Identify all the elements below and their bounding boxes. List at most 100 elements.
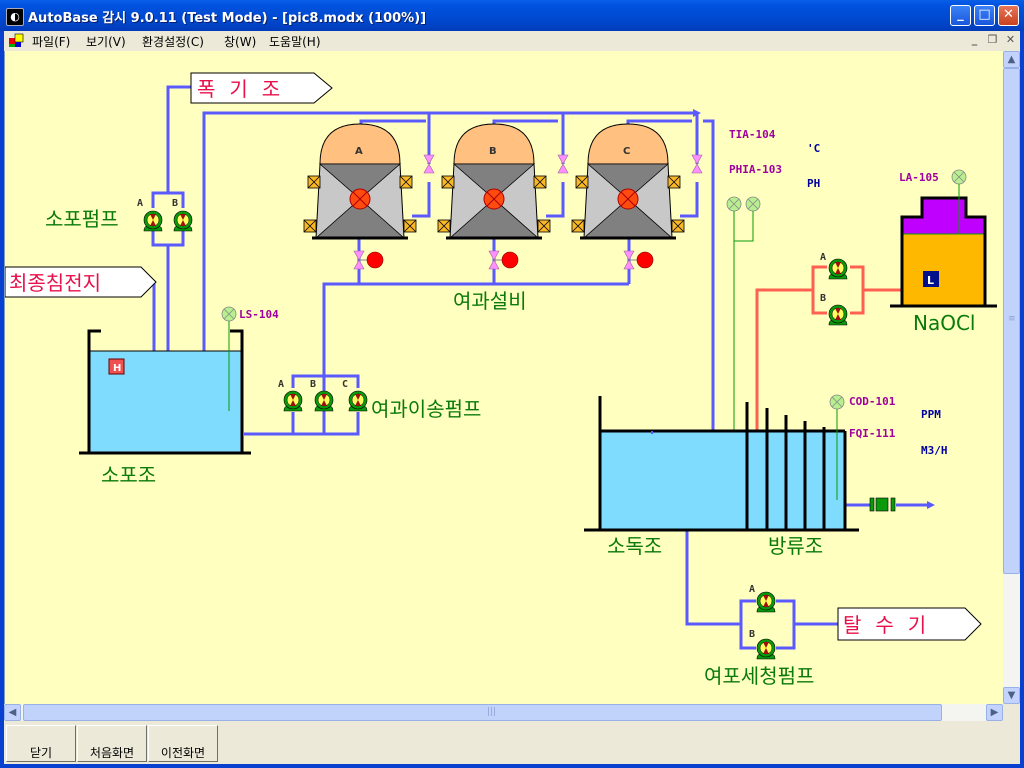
svg-text:A: A (355, 146, 363, 157)
menu-bar: 파일(F) 보기(V) 환경설정(C) 창(W) 도움말(H) _ ❐ ✕ (4, 31, 1020, 52)
phia103-gauge-icon[interactable] (745, 196, 761, 212)
baffle-walls (745, 402, 826, 530)
filter-b-bypass-valve[interactable] (557, 154, 569, 174)
filter-c[interactable]: C (572, 124, 684, 238)
app-icon[interactable]: ◐ (6, 8, 24, 26)
destination-dehydrator[interactable]: 탈수기 (837, 607, 982, 641)
window-frame-right (1020, 31, 1024, 768)
title-bar: ◐ AutoBase 감시 9.0.11 (Test Mode) - [pic8… (0, 0, 1024, 31)
svg-text:B: B (310, 379, 316, 390)
mdi-restore-button[interactable]: ❐ (987, 33, 998, 46)
filter-c-outlet-valve[interactable] (623, 250, 654, 270)
process-diagram-canvas: 폭기조 최종침전지 탈수기 소포펌프 A B (4, 51, 1004, 704)
mdi-minimize-button[interactable]: _ (971, 33, 978, 46)
cod101-unit: PPM (921, 408, 941, 421)
water-pipes (141, 85, 935, 650)
scroll-up-button[interactable]: ▲ (1003, 51, 1020, 68)
tia104-unit: 'C (807, 142, 820, 155)
svg-text:B: B (489, 146, 497, 157)
filter-b-outlet-valve[interactable] (488, 250, 519, 270)
previous-screen-button[interactable]: 이전화면 (148, 725, 218, 762)
discharge-tank-label: 방류조 (768, 534, 823, 558)
filter-c-bypass-valve[interactable] (691, 154, 703, 174)
tia104-gauge-icon[interactable] (726, 196, 742, 212)
phia103-unit: PH (807, 177, 820, 190)
high-level-indicator (108, 358, 125, 375)
sopo-tank-label: 소포조 (101, 463, 156, 487)
chemical-pipes (753, 265, 901, 456)
document-icon[interactable] (8, 33, 24, 49)
filter-a-bypass-valve[interactable] (423, 154, 435, 174)
vertical-scrollbar[interactable]: ▲ ≡ ▼ (1003, 51, 1020, 704)
la105-tag: LA-105 (899, 171, 939, 184)
backwash-pump-label: 여포세청펌프 (704, 664, 814, 688)
la105-gauge-icon[interactable] (951, 169, 967, 185)
pump-letter-b: B (172, 198, 178, 209)
svg-text:L: L (927, 274, 934, 287)
fqi111-unit: M3/H (921, 444, 948, 457)
filter-a[interactable]: A (304, 124, 416, 238)
scroll-right-button[interactable]: ▶ (986, 704, 1003, 721)
sopo-pump-b[interactable] (173, 210, 193, 232)
footer-toolbar: 닫기 처음화면 이전화면 (4, 722, 1020, 764)
svg-text:A: A (749, 584, 755, 595)
close-button[interactable]: ✕ (998, 5, 1019, 26)
scroll-left-button[interactable]: ◀ (4, 704, 21, 721)
window-frame-left (0, 31, 4, 768)
destination-final-settling[interactable]: 최종침전지 (5, 266, 157, 298)
cod101-gauge-icon[interactable] (829, 394, 845, 410)
horizontal-scrollbar[interactable]: ◀ ||| ▶ (4, 704, 1003, 721)
disinfection-tank-label: 소독조 (607, 534, 662, 558)
menu-settings[interactable]: 환경설정(C) (142, 35, 204, 49)
menu-help[interactable]: 도움말(H) (269, 35, 321, 49)
maximize-button[interactable]: □ (974, 5, 995, 26)
window-frame-bottom (0, 764, 1024, 768)
filter-a-outlet-valve[interactable] (353, 250, 384, 270)
filter-transfer-pump-label: 여과이송펌프 (371, 397, 481, 421)
level-indicator (923, 271, 939, 287)
naocl-pump-b[interactable] (828, 304, 848, 326)
sopo-pump-a[interactable] (143, 210, 163, 232)
backwash-pump-a[interactable] (756, 591, 776, 613)
svg-text:최종침전지: 최종침전지 (9, 271, 101, 295)
ls104-gauge-icon[interactable] (221, 306, 237, 322)
fqi111-tag: FQI-111 (849, 427, 896, 440)
menu-file[interactable]: 파일(F) (32, 35, 71, 49)
destination-aeration[interactable]: 폭기조 (190, 72, 333, 104)
backwash-pump-b[interactable] (756, 638, 776, 660)
close-screen-button[interactable]: 닫기 (6, 725, 76, 762)
minimize-button[interactable]: _ (950, 5, 971, 26)
cod101-tag: COD-101 (849, 395, 896, 408)
window-title: AutoBase 감시 9.0.11 (Test Mode) - [pic8.m… (28, 11, 427, 26)
flow-meter[interactable] (869, 497, 896, 512)
svg-text:C: C (342, 379, 348, 390)
ls104-tag: LS-104 (239, 308, 279, 321)
sopo-tank[interactable] (79, 329, 251, 455)
mdi-close-button[interactable]: ✕ (1005, 33, 1016, 46)
naocl-tank[interactable] (890, 196, 997, 308)
disinfection-tank[interactable] (584, 396, 859, 532)
home-screen-button[interactable]: 처음화면 (77, 725, 147, 762)
sopo-pump-label: 소포펌프 (45, 207, 119, 231)
transfer-pump-b[interactable] (314, 390, 334, 412)
pump-letter-a: A (137, 198, 143, 209)
transfer-pump-a[interactable] (283, 390, 303, 412)
menu-window[interactable]: 창(W) (224, 35, 257, 49)
svg-text:A: A (820, 252, 826, 263)
naocl-pump-a[interactable] (828, 258, 848, 280)
menu-view[interactable]: 보기(V) (86, 35, 126, 49)
filter-equipment-label: 여과설비 (453, 289, 527, 313)
svg-text:B: B (820, 293, 826, 304)
svg-text:탈수기: 탈수기 (843, 613, 940, 637)
svg-text:C: C (623, 146, 630, 157)
svg-text:H: H (113, 363, 121, 374)
scroll-down-button[interactable]: ▼ (1003, 687, 1020, 704)
phia103-tag: PHIA-103 (729, 163, 782, 176)
vertical-scroll-thumb[interactable]: ≡ (1003, 68, 1020, 574)
svg-text:B: B (749, 629, 755, 640)
horizontal-scroll-thumb[interactable]: ||| (23, 704, 942, 721)
process-diagram: 폭기조 최종침전지 탈수기 소포펌프 A B (5, 72, 997, 688)
transfer-pump-c[interactable] (348, 390, 368, 412)
filter-b[interactable]: B (438, 124, 550, 238)
